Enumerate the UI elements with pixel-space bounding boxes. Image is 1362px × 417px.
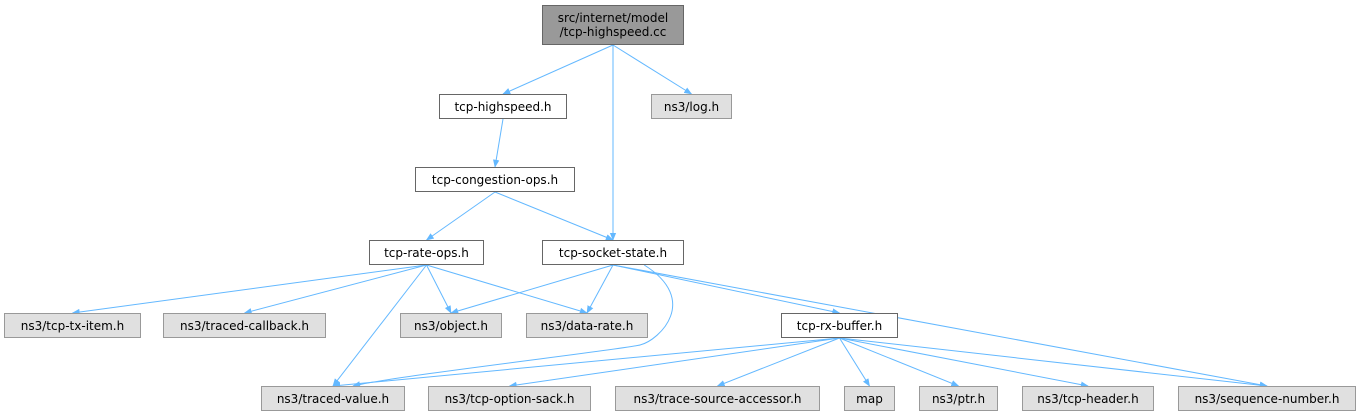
- edge-tcp_rx_buffer_h-to-tcp_option_sack_h: [508, 337, 840, 389]
- edge-tcp_rate_ops_h-to-object_h: [426, 264, 452, 314]
- node-ns3-tcp-header-h[interactable]: ns3/tcp-header.h: [1022, 386, 1154, 411]
- edge-tcp_socket_state_h-to-data_rate_h: [586, 264, 614, 314]
- root-file-path-line1: src/internet/model: [557, 11, 669, 25]
- node-tcp-highspeed-h[interactable]: tcp-highspeed.h: [439, 94, 567, 119]
- node-ns3-sequence-number-h[interactable]: ns3/sequence-number.h: [1178, 386, 1356, 411]
- edge-tcp_rx_buffer_h-to-sequence_number_h: [839, 337, 1268, 389]
- edge-tcp_socket_state_h-to-sequence_number_h: [612, 264, 1268, 388]
- node-tcp-rate-ops-h[interactable]: tcp-rate-ops.h: [369, 240, 484, 265]
- edge-root-to-tcp_highspeed_h: [502, 44, 614, 95]
- node-tcp-congestion-ops-h[interactable]: tcp-congestion-ops.h: [415, 167, 575, 192]
- node-ns3-traced-callback-h[interactable]: ns3/traced-callback.h: [163, 313, 326, 338]
- edge-tcp_rx_buffer_h-to-map: [839, 337, 870, 387]
- node-ns3-traced-value-h[interactable]: ns3/traced-value.h: [261, 386, 405, 411]
- node-tcp-socket-state-h[interactable]: tcp-socket-state.h: [542, 240, 684, 265]
- edge-tcp_congestion_ops_h-to-tcp_socket_state_h: [494, 191, 614, 241]
- root-file-path-line2: /tcp-highspeed.cc: [559, 25, 667, 39]
- node-ns3-log-h[interactable]: ns3/log.h: [651, 94, 732, 119]
- node-tcp-rx-buffer-h[interactable]: tcp-rx-buffer.h: [781, 313, 898, 338]
- edge-tcp_rate_ops_h-to-traced_callback_h: [243, 264, 427, 315]
- node-ns3-ptr-h[interactable]: ns3/ptr.h: [919, 386, 998, 411]
- node-ns3-trace-source-accessor-h[interactable]: ns3/trace-source-accessor.h: [615, 386, 820, 411]
- node-ns3-data-rate-h[interactable]: ns3/data-rate.h: [526, 313, 648, 338]
- node-ns3-tcp-option-sack-h[interactable]: ns3/tcp-option-sack.h: [428, 386, 591, 411]
- edge-tcp_socket_state_h-to-tcp_rx_buffer_h: [612, 264, 841, 315]
- edge-tcp_rate_ops_h-to-traced_value_h: [332, 264, 427, 387]
- edge-tcp_rx_buffer_h-to-tcp_header_h: [839, 337, 1089, 388]
- node-ns3-tcp-tx-item-h[interactable]: ns3/tcp-tx-item.h: [4, 313, 141, 338]
- edge-tcp_socket_state_h-to-traced_value_h: [352, 264, 673, 388]
- edge-tcp_rate_ops_h-to-data_rate_h: [426, 264, 588, 315]
- edge-tcp_highspeed_h-to-tcp_congestion_ops_h: [493, 118, 504, 168]
- edge-tcp_rx_buffer_h-to-trace_source_accessor_h: [716, 337, 840, 387]
- node-map[interactable]: map: [844, 386, 895, 411]
- edge-root-to-log_h: [612, 44, 693, 95]
- edge-tcp_rate_ops_h-to-tcp_tx_item_h: [71, 264, 427, 316]
- edge-tcp_congestion_ops_h-to-tcp_rate_ops_h: [425, 191, 496, 241]
- edge-tcp_rx_buffer_h-to-traced_value_h: [332, 337, 840, 389]
- edge-tcp_rx_buffer_h-to-ptr_h: [839, 337, 960, 387]
- node-ns3-object-h[interactable]: ns3/object.h: [400, 313, 502, 338]
- edge-tcp_socket_state_h-to-object_h: [450, 264, 614, 315]
- root-file-node[interactable]: src/internet/model /tcp-highspeed.cc: [542, 5, 684, 45]
